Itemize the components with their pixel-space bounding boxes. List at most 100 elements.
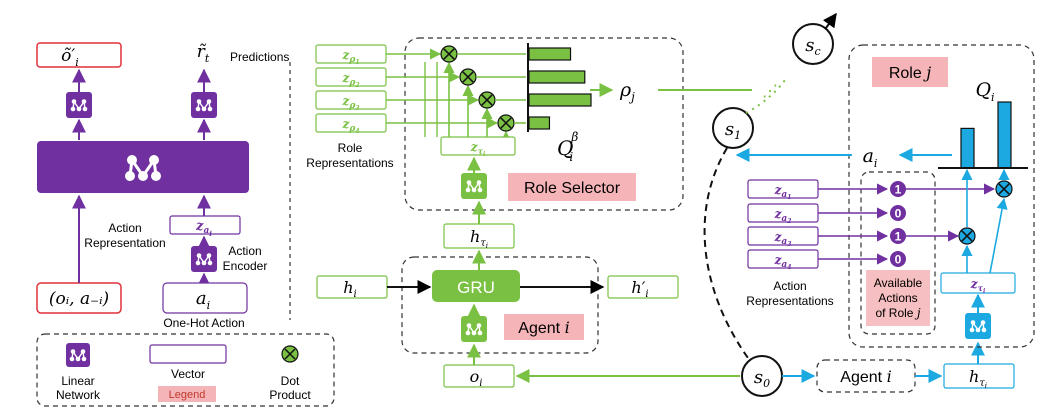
observation-input-label: (oᵢ, a₋ᵢ) [49, 289, 109, 309]
trajectory-representation-c-box [940, 272, 1016, 294]
state-c-node [792, 23, 834, 65]
observation-box [443, 364, 515, 388]
linear-network-large [37, 141, 249, 193]
dot-product-icon [497, 114, 515, 132]
predictions-label: Predictions [230, 50, 289, 64]
hidden-state-input-label: hi [343, 278, 357, 300]
panel-c: sc s1 s0 Agent i hτi Role j Qi ai [703, 12, 1035, 397]
dot-product-icon [440, 45, 458, 63]
role-representations-label-1: Role [338, 141, 363, 155]
predicted-observation-box [36, 42, 122, 68]
role-selector-tag [508, 173, 636, 201]
availability-mask: 1 [890, 181, 906, 197]
predicted-observation-label: õ′i [61, 46, 79, 69]
legend-vector-icon [149, 344, 227, 364]
available-actions-frame [860, 171, 936, 335]
legend-dot-product-label-2: Product [269, 388, 311, 402]
legend-linear-network-label-2: Network [56, 388, 101, 402]
availability-mask: 0 [890, 205, 906, 221]
availability-mask-value: 0 [895, 253, 902, 267]
q-beta-bar [528, 47, 572, 61]
action-representations-label-2: Representations [746, 294, 833, 308]
state-c-label: sc [805, 35, 820, 58]
availability-mask-value: 1 [895, 230, 902, 244]
next-hidden-state-label: h′i [631, 278, 648, 300]
hidden-trajectory-symbol: hτi [470, 227, 488, 250]
agent-encoder-icon [461, 316, 487, 342]
q-i-label: Qi [975, 79, 994, 104]
dot-product-icon [478, 91, 496, 109]
legend-tag-label: Legend [169, 389, 206, 401]
q-i-bar [997, 101, 1012, 169]
action-encoder-label-2: Encoder [223, 259, 268, 273]
role-j-tag [872, 57, 948, 87]
action-representation-symbol: zai [195, 219, 212, 238]
state-0-label: s0 [754, 367, 770, 390]
role-representations-label-2: Representations [306, 156, 393, 170]
legend: Linear Network Vector Legend Dot Product [36, 333, 335, 407]
trajectory-path [703, 147, 749, 359]
predicted-reward-label: r̃t [197, 42, 210, 65]
dot-product-icon [958, 227, 976, 245]
agent-frame [401, 256, 599, 354]
trajectory-representation-c-symbol: zτi [970, 277, 986, 295]
agent-c-label: Agent i [840, 367, 891, 386]
linear-network-icon [66, 92, 92, 118]
availability-mask-value: 0 [895, 207, 902, 221]
available-actions-tag-text-3: of Role j [875, 306, 920, 320]
q-i-bar [960, 127, 975, 169]
next-hidden-state-box [607, 275, 679, 299]
available-actions-tag-text-1: Available [874, 276, 923, 290]
legend-linear-network-label-1: Linear [61, 374, 94, 388]
q-i-bars [960, 101, 1012, 169]
role-selector-frame [404, 37, 684, 211]
legend-vector-label: Vector [171, 367, 205, 381]
action-input-box [162, 282, 248, 314]
q-beta-bars [528, 47, 592, 130]
action-input-label: ai [196, 288, 210, 312]
dot-product-icon [459, 68, 477, 86]
hidden-trajectory-c-label: hτi [969, 367, 987, 390]
state-1-node [712, 107, 754, 149]
role-selector-label: Role Selector [524, 180, 621, 197]
agent-tag-label: Agent i [518, 318, 569, 337]
action-representations-label-1: Action [773, 279, 806, 293]
gru-block [432, 270, 520, 302]
availability-mask-value: 1 [895, 183, 902, 197]
available-actions-tag-text-2: Actions [878, 291, 917, 305]
q-beta-bar [528, 93, 592, 107]
ellipsis: ⋰ [762, 83, 778, 100]
agent-tag [504, 314, 584, 340]
trajectory-representation-symbol: zτi [470, 140, 486, 158]
role-j-label: Role j [889, 63, 931, 82]
action-encoder-icon [191, 246, 217, 272]
trajectory-feed-arrow [989, 197, 1008, 274]
legend-dot-product-icon [281, 345, 299, 363]
role-selector-linear-icon [461, 173, 487, 199]
dot-product-icon [995, 180, 1013, 198]
legend-linear-network-icon [66, 343, 90, 367]
one-hot-action-label: One-Hot Action [163, 316, 244, 330]
action-representation-label-1: Action [108, 221, 141, 235]
q-beta-bar [528, 116, 551, 130]
legend-dot-product-label-1: Dot [281, 374, 300, 388]
action-encoder-label-1: Action [228, 244, 261, 258]
available-actions-tag [866, 270, 930, 326]
gru-label: GRU [457, 278, 495, 297]
legend-tag [158, 386, 216, 402]
role-j-frame [848, 44, 1035, 348]
trajectory-representation-box [440, 136, 516, 156]
selected-role-label: ρj [619, 79, 635, 104]
observation-label: oi [470, 367, 483, 389]
availability-mask: 0 [890, 251, 906, 267]
linear-network-icon [191, 92, 217, 118]
action-output-label: ai [863, 145, 878, 170]
panel-a: õ′i r̃t Predictions zai Action Represent… [36, 42, 291, 330]
q-beta-bar [528, 70, 586, 84]
state-1-label: s1 [725, 119, 741, 142]
